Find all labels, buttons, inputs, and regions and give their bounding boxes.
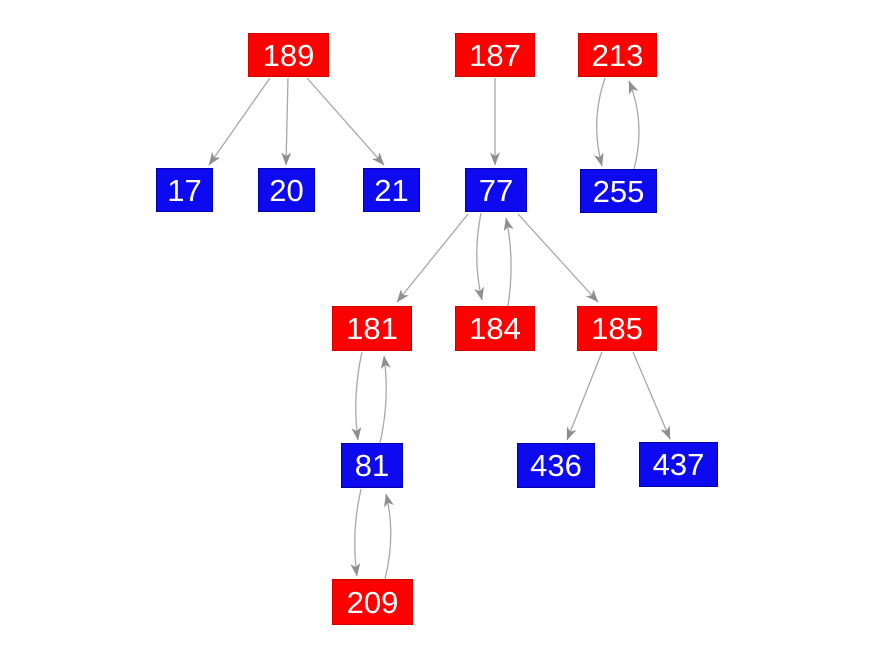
graph-node-187: 187 bbox=[455, 33, 535, 77]
graph-node-436: 436 bbox=[517, 443, 595, 488]
edge-255-to-213 bbox=[628, 80, 640, 170]
graph-node-213: 213 bbox=[578, 33, 657, 77]
edge-77-to-184 bbox=[474, 212, 484, 301]
graph-node-185: 185 bbox=[577, 306, 657, 351]
edge-185-to-437 bbox=[632, 351, 671, 440]
edge-185-to-436 bbox=[566, 351, 603, 441]
edge-184-to-77 bbox=[503, 217, 514, 307]
edge-213-to-255 bbox=[593, 77, 606, 167]
graph-node-209: 209 bbox=[332, 579, 413, 625]
edge-189-to-17 bbox=[208, 77, 271, 166]
graph-node-21: 21 bbox=[363, 168, 420, 212]
graph-node-255: 255 bbox=[580, 169, 657, 213]
edge-189-to-20 bbox=[281, 77, 292, 166]
edge-81-to-181 bbox=[379, 355, 391, 444]
edge-81-to-209 bbox=[350, 488, 362, 577]
edge-181-to-81 bbox=[351, 351, 363, 441]
graph-node-437: 437 bbox=[639, 442, 718, 487]
graph-node-17: 17 bbox=[156, 168, 213, 212]
edge-77-to-181 bbox=[396, 213, 469, 303]
graph-node-184: 184 bbox=[455, 306, 535, 351]
edge-189-to-21 bbox=[306, 77, 385, 166]
graph-node-77: 77 bbox=[465, 168, 527, 212]
graph-node-81: 81 bbox=[341, 443, 403, 488]
edge-209-to-81 bbox=[384, 493, 394, 580]
edge-77-to-185 bbox=[517, 213, 599, 303]
graph-node-20: 20 bbox=[258, 168, 315, 212]
graph-node-181: 181 bbox=[332, 306, 412, 351]
graph-node-189: 189 bbox=[248, 33, 329, 77]
